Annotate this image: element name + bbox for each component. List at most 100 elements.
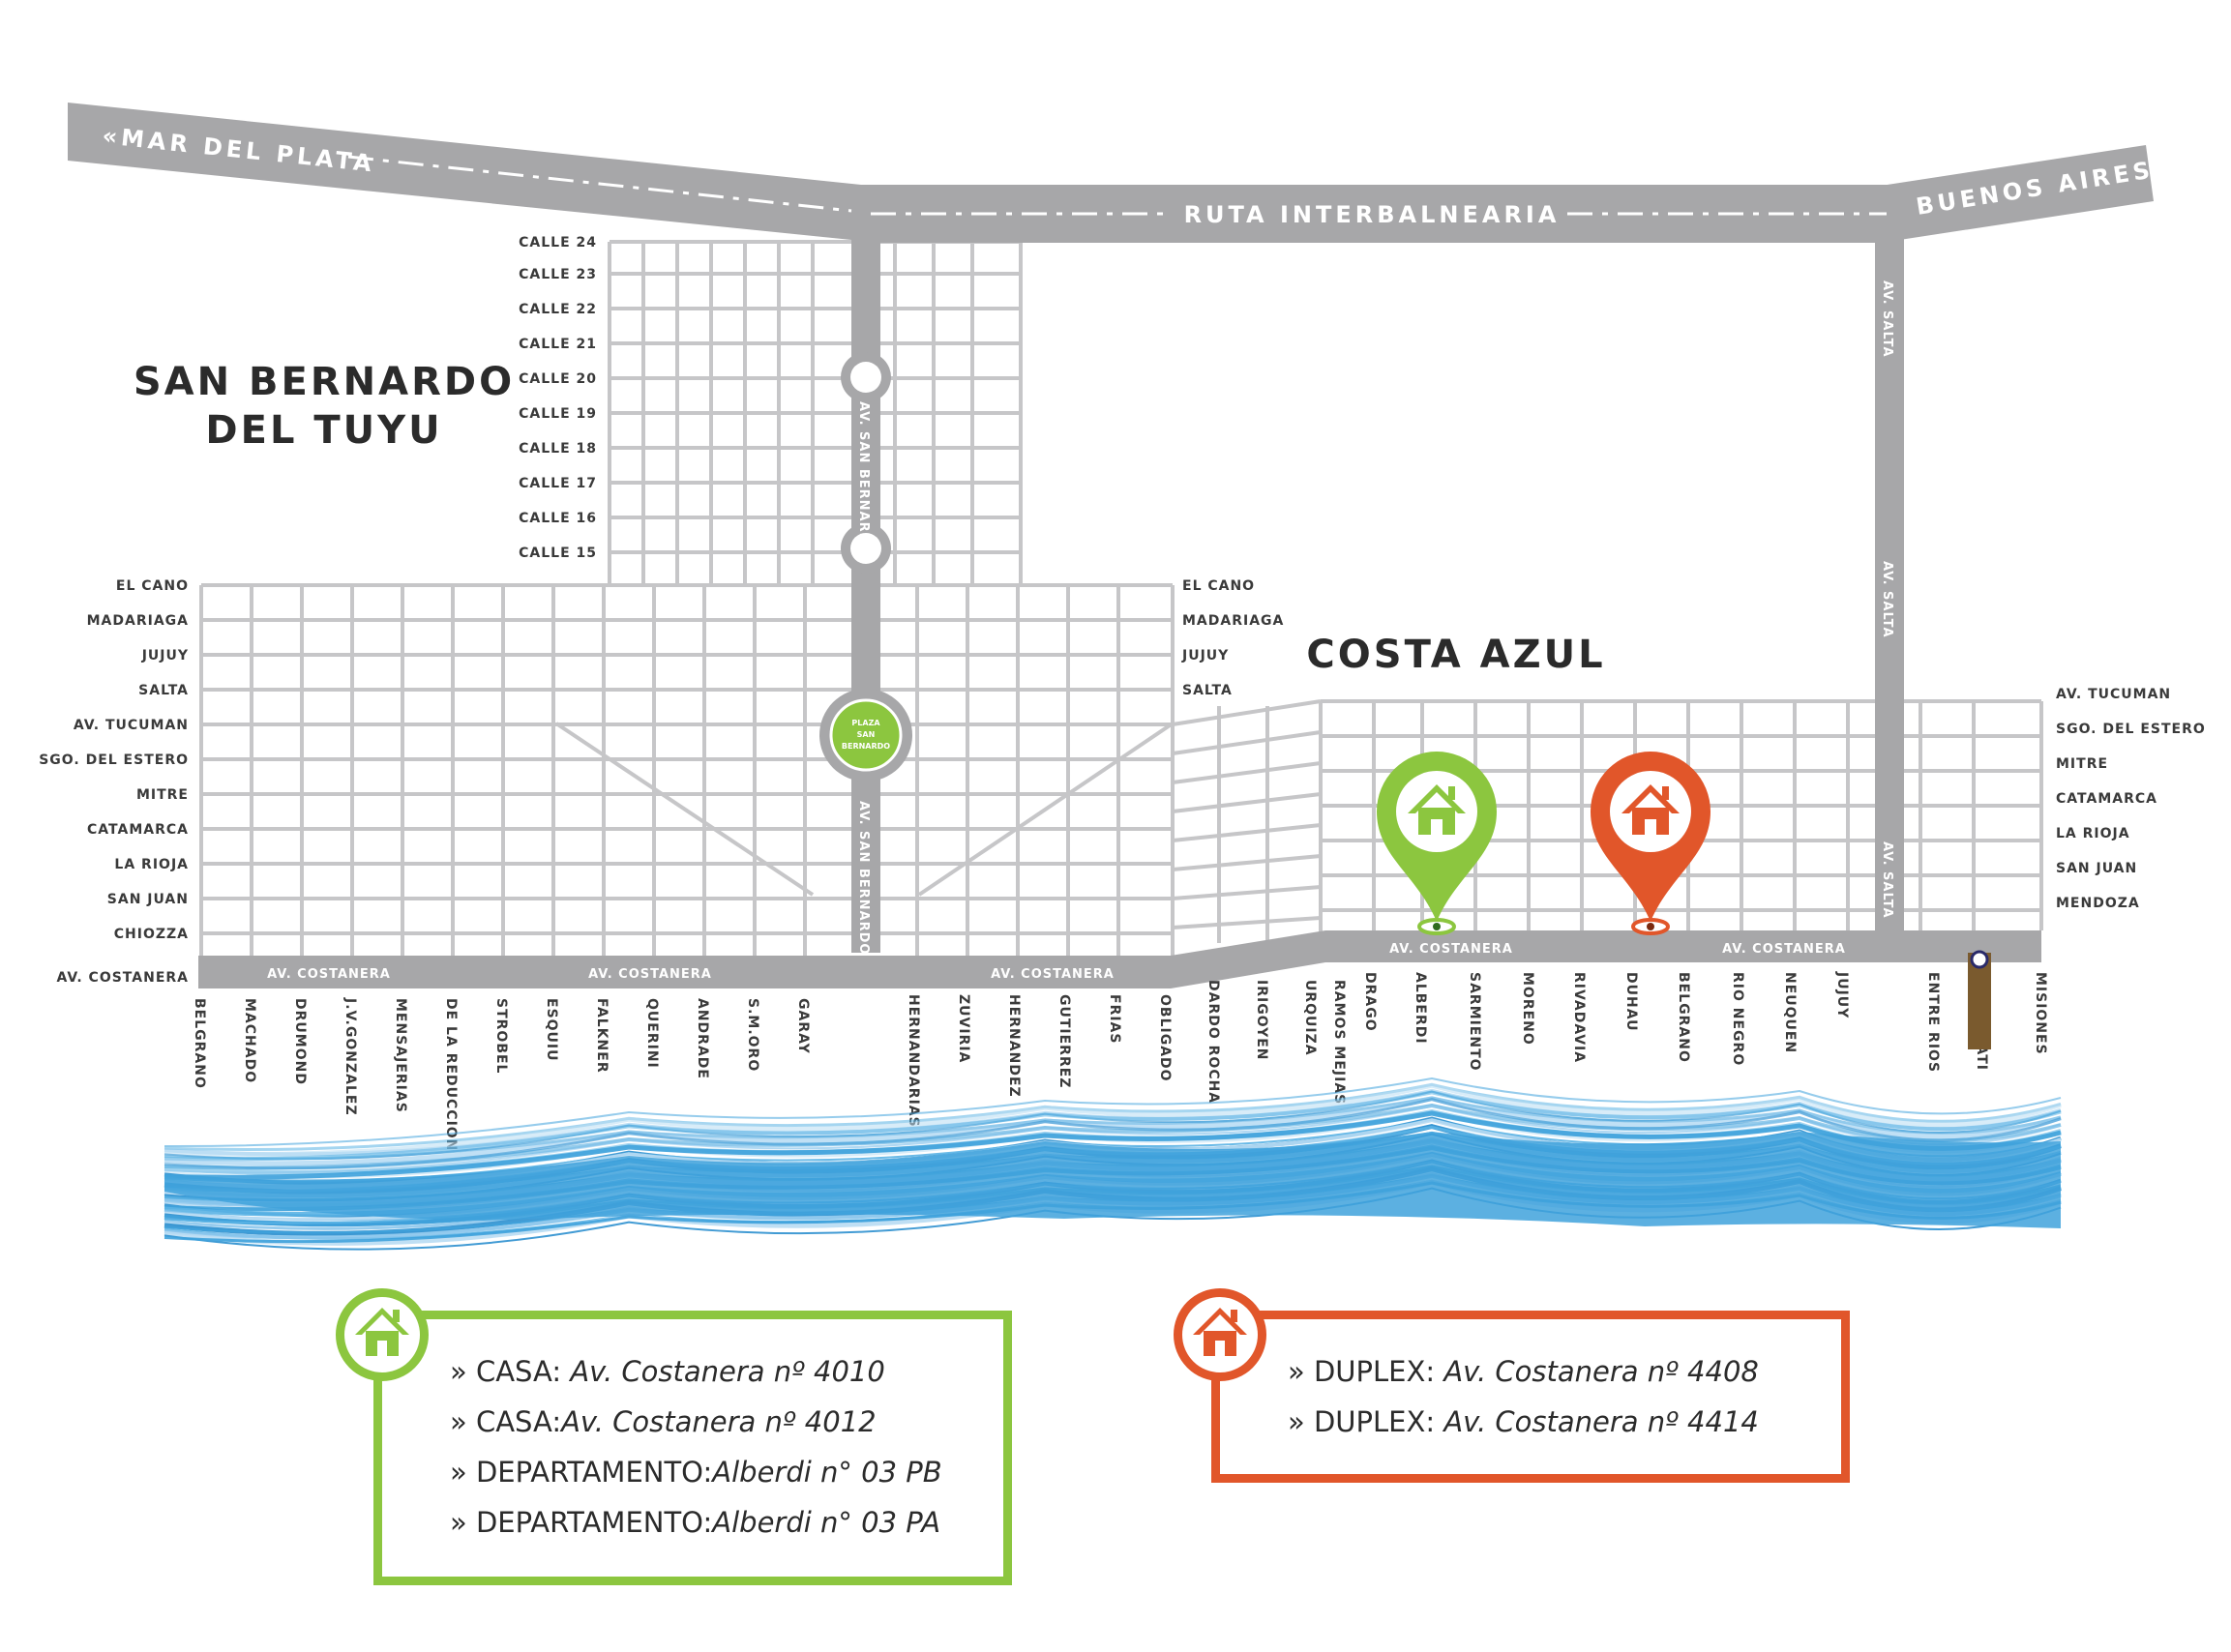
west-street-label: SGO. DEL ESTERO — [39, 752, 189, 768]
pin-green[interactable] — [1377, 752, 1497, 935]
sea-waves — [164, 1077, 2062, 1251]
town-name-del-tuyu: DEL TUYU — [205, 408, 442, 453]
legend-orange: » DUPLEX: Av. Costanera nº 4408 » DUPLEX… — [1211, 1311, 1850, 1483]
highway-west-segment — [68, 103, 871, 242]
main-roads — [68, 103, 2154, 988]
cross-street-label: J.V.GONZALEZ — [342, 997, 358, 1116]
cross-street-label: RIVADAVIA — [1571, 972, 1587, 1063]
av-costanera-label-5: AV. COSTANERA — [1722, 942, 1846, 957]
legend-green-badge — [336, 1288, 429, 1381]
legend-orange-badge — [1174, 1288, 1266, 1381]
calle-label: CALLE 24 — [519, 235, 597, 251]
west-street-label: LA RIOJA — [114, 857, 189, 872]
west-street-label: CATAMARCA — [87, 822, 189, 838]
cross-street-label: MENSAJERIAS — [393, 998, 408, 1113]
cross-street-label: HERNANDARIAS — [906, 994, 921, 1128]
west-street-label: SALTA — [138, 683, 189, 698]
middle-street-label: MADARIAGA — [1182, 613, 1284, 629]
east-street-label: MENDOZA — [2056, 896, 2140, 911]
slant-street-line — [1172, 885, 1322, 900]
av-san-bernardo-label-south: AV. SAN BERNARDO — [856, 801, 871, 955]
cross-street-label: GUTIERREZ — [1056, 994, 1072, 1088]
wave-stroke — [164, 1077, 2062, 1148]
av-costanera-label-2: AV. COSTANERA — [588, 967, 712, 982]
cross-street-label: DUHAU — [1623, 972, 1639, 1031]
east-street-label: CATAMARCA — [2056, 791, 2157, 807]
calle-label: CALLE 20 — [519, 371, 597, 387]
av-salta-road — [1875, 237, 1904, 933]
slant-street-line — [1172, 854, 1322, 871]
west-street-label: MADARIAGA — [87, 613, 189, 629]
highway-east-segment — [1881, 145, 2154, 243]
east-street-label: AV. TUCUMAN — [2056, 687, 2171, 702]
slant-street-line — [1172, 916, 1322, 929]
av-salta-label-1: AV. SALTA — [1880, 280, 1894, 358]
cross-street-label: IRIGOYEN — [1254, 980, 1269, 1061]
cross-street-label: ANDRADE — [695, 998, 710, 1079]
calle-label: CALLE 18 — [519, 441, 597, 457]
east-street-label: SAN JUAN — [2056, 861, 2137, 876]
highway-dashes — [347, 155, 1887, 216]
cross-street-label: HERNANDEZ — [1006, 994, 1022, 1098]
cross-street-label: RIO NEGRO — [1730, 972, 1745, 1066]
house-icon — [355, 1308, 409, 1356]
av-salta-label-2: AV. SALTA — [1880, 561, 1894, 638]
av-costanera-label-4: AV. COSTANERA — [1389, 942, 1513, 957]
highway-center-segment — [857, 185, 1896, 243]
highway-label-interbalnearia: RUTA INTERBALNEARIA — [1184, 201, 1561, 228]
av-san-bernardo-label-north: AV. SAN BERNARDO — [856, 401, 871, 555]
cross-street-label: FALKNER — [594, 998, 610, 1074]
east-street-label: LA RIOJA — [2056, 826, 2130, 841]
wave-stroke — [164, 1090, 2062, 1162]
middle-street-label: SALTA — [1182, 683, 1233, 698]
cross-street-label: DRUMOND — [292, 998, 308, 1085]
cross-street-label: SARMIENTO — [1467, 972, 1482, 1072]
calle-label: CALLE 16 — [519, 511, 597, 526]
cross-street-label: DARDO ROCHA — [1205, 980, 1221, 1104]
cross-street-label: MISIONES — [2033, 972, 2048, 1055]
wave-stroke — [164, 1110, 2062, 1180]
plaza-label-1: PLAZA — [851, 719, 880, 727]
legend-green: » CASA: Av. Costanera nº 4010 » CASA:Av.… — [373, 1311, 1012, 1585]
legend-green-item-4: » DEPARTAMENTO:Alberdi n° 03 PA — [450, 1506, 941, 1539]
legend-green-item-2: » CASA:Av. Costanera nº 4012 — [450, 1405, 877, 1438]
west-street-label: JUJUY — [141, 648, 189, 664]
rebagliati-marker — [1968, 950, 1991, 1049]
west-street-label: SAN JUAN — [107, 892, 189, 907]
cross-street-label: MACHADO — [242, 998, 257, 1083]
cross-street-label: DRAGO — [1362, 972, 1378, 1032]
slant-street-line — [1172, 761, 1322, 784]
slant-street-line — [1172, 823, 1322, 842]
cross-street-label: QUERINI — [644, 998, 660, 1069]
av-salta-label-3: AV. SALTA — [1880, 841, 1894, 919]
town-name-costa-azul: COSTA AZUL — [1306, 633, 1605, 677]
cross-street-label: S.M.ORO — [745, 998, 760, 1072]
calle-label: CALLE 17 — [519, 476, 597, 491]
sea-body — [164, 1132, 2061, 1228]
plaza-label-2: SAN — [857, 730, 876, 739]
cross-street-label: STROBEL — [493, 998, 509, 1074]
house-icon — [1193, 1308, 1247, 1356]
cross-street-label: ENTRE RIOS — [1925, 972, 1941, 1073]
calle-label: CALLE 15 — [519, 546, 597, 561]
diagonal-street — [917, 722, 1175, 897]
av-costanera-road — [198, 930, 2041, 988]
middle-street-label: JUJUY — [1181, 648, 1229, 664]
house-icon — [1408, 784, 1466, 835]
cross-street-label: NEUQUEN — [1782, 972, 1798, 1053]
cross-street-label: DE LA REDUCCION — [443, 998, 459, 1151]
west-street-label: EL CANO — [116, 578, 189, 594]
cross-street-label: URQUIZA — [1302, 980, 1318, 1056]
cross-street-label: GARAY — [795, 998, 811, 1054]
calle-label: CALLE 23 — [519, 267, 597, 282]
legend-orange-item-2: » DUPLEX: Av. Costanera nº 4414 — [1288, 1405, 1759, 1438]
east-street-label: SGO. DEL ESTERO — [2056, 722, 2206, 737]
cross-street-label: ALBERDI — [1413, 972, 1428, 1045]
plaza-label-3: BERNARDO — [842, 742, 890, 751]
west-street-label: MITRE — [136, 787, 189, 803]
pin-orange[interactable] — [1591, 752, 1710, 935]
east-street-label: MITRE — [2056, 756, 2108, 772]
west-street-label: AV. TUCUMAN — [74, 718, 189, 733]
west-street-label: AV. COSTANERA — [56, 970, 189, 986]
